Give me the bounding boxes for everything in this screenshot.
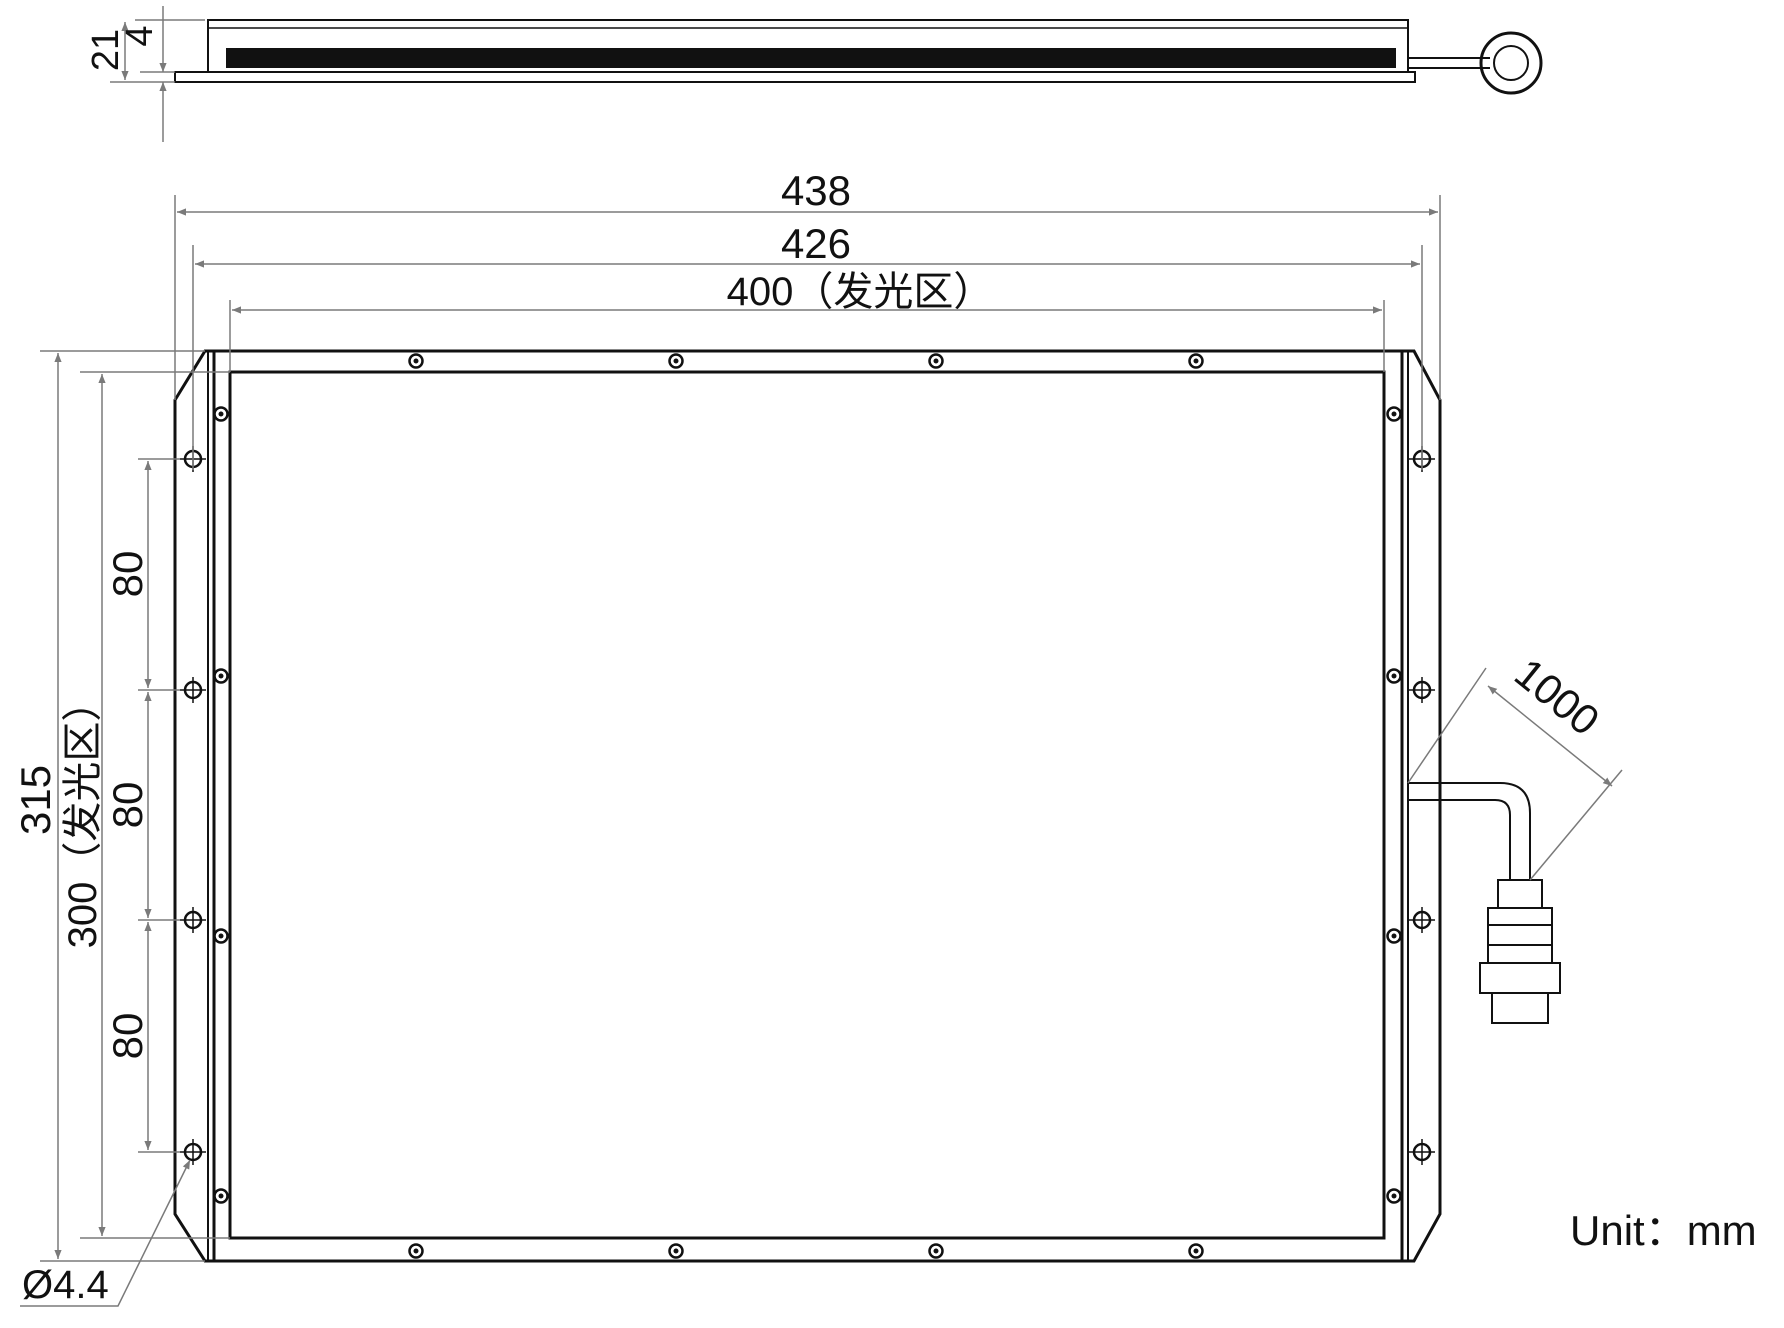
leader-hole-diameter [20, 1159, 191, 1307]
screw [1188, 1243, 1204, 1259]
side-view-base-plate [174, 71, 1416, 83]
cable [1408, 782, 1531, 880]
screw [1386, 668, 1402, 684]
dim-hole-diameter: Ø4.4 [22, 1263, 109, 1307]
mounting-frame [207, 350, 1409, 1262]
front-view-dimensions [20, 195, 1623, 1307]
screw [408, 353, 424, 369]
connector-collar [1497, 879, 1543, 909]
dim-mount-width: 426 [781, 220, 851, 267]
mounting-hole [180, 677, 206, 703]
side-view [174, 19, 1543, 95]
mounting-hole [180, 907, 206, 933]
mounting-hole [1409, 1139, 1435, 1165]
dim-cable-length: 1000 [1506, 649, 1608, 744]
panel-outer-outline [173, 349, 1442, 1263]
side-view-diffuser [226, 48, 1396, 68]
screw [928, 1243, 944, 1259]
screw-group [213, 353, 1402, 1259]
dim-pitch-2: 80 [104, 782, 151, 829]
screw [213, 928, 229, 944]
side-view-dimensions [110, 6, 205, 142]
dim-total-height: 21 [85, 29, 127, 71]
mounting-hole [1409, 677, 1435, 703]
unit-label: Unit：mm [1570, 1207, 1757, 1254]
dim-emitting-height: 300（发光区） [61, 682, 105, 949]
mounting-hole-group [180, 446, 1435, 1165]
connector-body [1487, 907, 1553, 964]
screw [1188, 353, 1204, 369]
side-view-connector-outer [1479, 31, 1543, 95]
dim-line-cable-length [1487, 685, 1613, 787]
side-view-housing [207, 19, 1409, 73]
emitting-area [228, 370, 1386, 1240]
screw [213, 668, 229, 684]
screw [1386, 1188, 1402, 1204]
screw [213, 406, 229, 422]
screw [1386, 406, 1402, 422]
dim-emitting-width: 400（发光区） [727, 270, 994, 314]
front-view [173, 349, 1442, 1263]
side-view-connector-inner [1493, 45, 1529, 81]
screw [928, 353, 944, 369]
cable-assembly [1408, 782, 1561, 1024]
mounting-hole [1409, 907, 1435, 933]
connector-tail [1491, 992, 1549, 1024]
screw [668, 353, 684, 369]
dim-pitch-1: 80 [104, 551, 151, 598]
dim-base-thickness: 4 [119, 25, 161, 46]
screw [213, 1188, 229, 1204]
dim-outer-height: 315 [12, 765, 59, 835]
screw [668, 1243, 684, 1259]
dim-pitch-3: 80 [104, 1013, 151, 1060]
screw [408, 1243, 424, 1259]
screw [1386, 928, 1402, 944]
connector-nut [1479, 962, 1561, 994]
dim-outer-width: 438 [781, 167, 851, 214]
mounting-hole [180, 1139, 206, 1165]
